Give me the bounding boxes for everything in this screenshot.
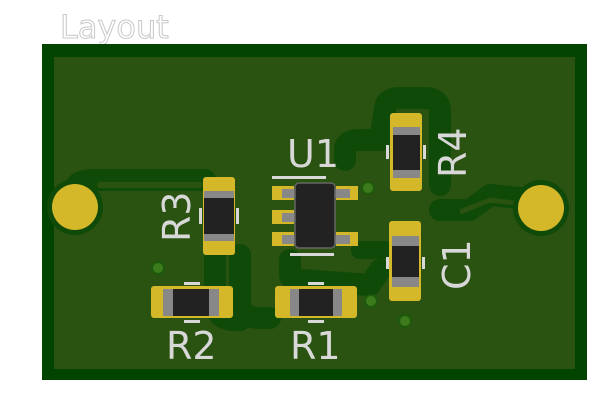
label-u1: U1 xyxy=(287,132,339,176)
trace-r3-r1 xyxy=(229,244,281,329)
right-pad-copper xyxy=(518,185,564,231)
component-r2[interactable] xyxy=(151,282,233,323)
component-r3[interactable] xyxy=(199,177,239,255)
trace-r1-c1 xyxy=(279,249,391,296)
layout-title: Layout xyxy=(60,8,170,47)
via xyxy=(361,181,375,195)
label-r2: R2 xyxy=(166,324,217,368)
label-r3: R3 xyxy=(155,191,199,242)
via xyxy=(151,261,165,275)
component-r1[interactable] xyxy=(275,282,357,323)
label-r1: R1 xyxy=(290,324,341,368)
left-pad-copper xyxy=(52,184,98,230)
label-r4: R4 xyxy=(431,127,475,178)
label-c1: C1 xyxy=(435,239,479,290)
component-r4[interactable] xyxy=(386,113,426,191)
trace-r4-u1 xyxy=(334,87,451,196)
via xyxy=(398,314,412,328)
via xyxy=(364,294,378,308)
component-c1[interactable] xyxy=(386,221,425,301)
component-u1[interactable] xyxy=(272,176,358,256)
